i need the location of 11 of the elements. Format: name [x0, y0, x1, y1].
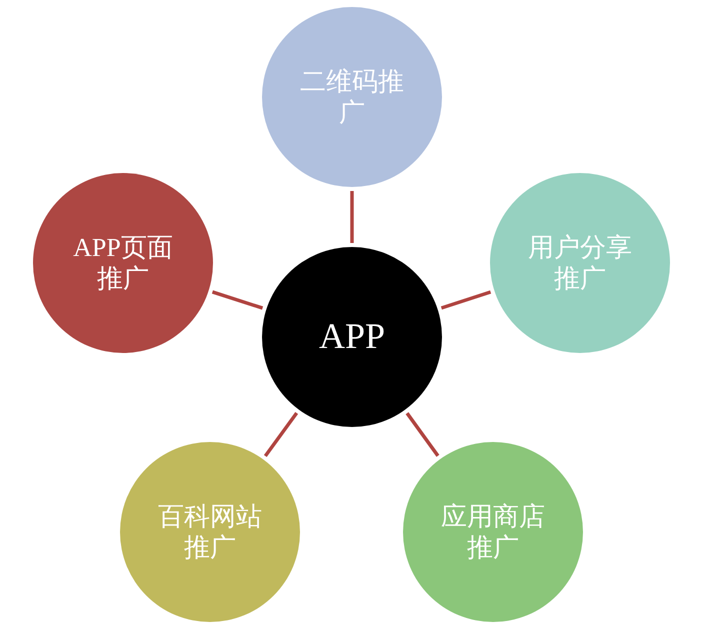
connector-line — [440, 290, 492, 310]
connector-line — [406, 412, 440, 457]
node-label: 应用商店推广 — [440, 500, 546, 564]
node-label: 用户分享推广 — [526, 232, 633, 294]
node-label: 百科网站推广 — [156, 500, 263, 564]
node-label: APP页面推广 — [72, 232, 174, 294]
connector-line — [350, 191, 354, 243]
connector-line — [264, 412, 298, 458]
node-label: APP — [318, 315, 386, 358]
node-label: 二维码推广 — [298, 66, 405, 128]
connector-line — [212, 290, 264, 310]
